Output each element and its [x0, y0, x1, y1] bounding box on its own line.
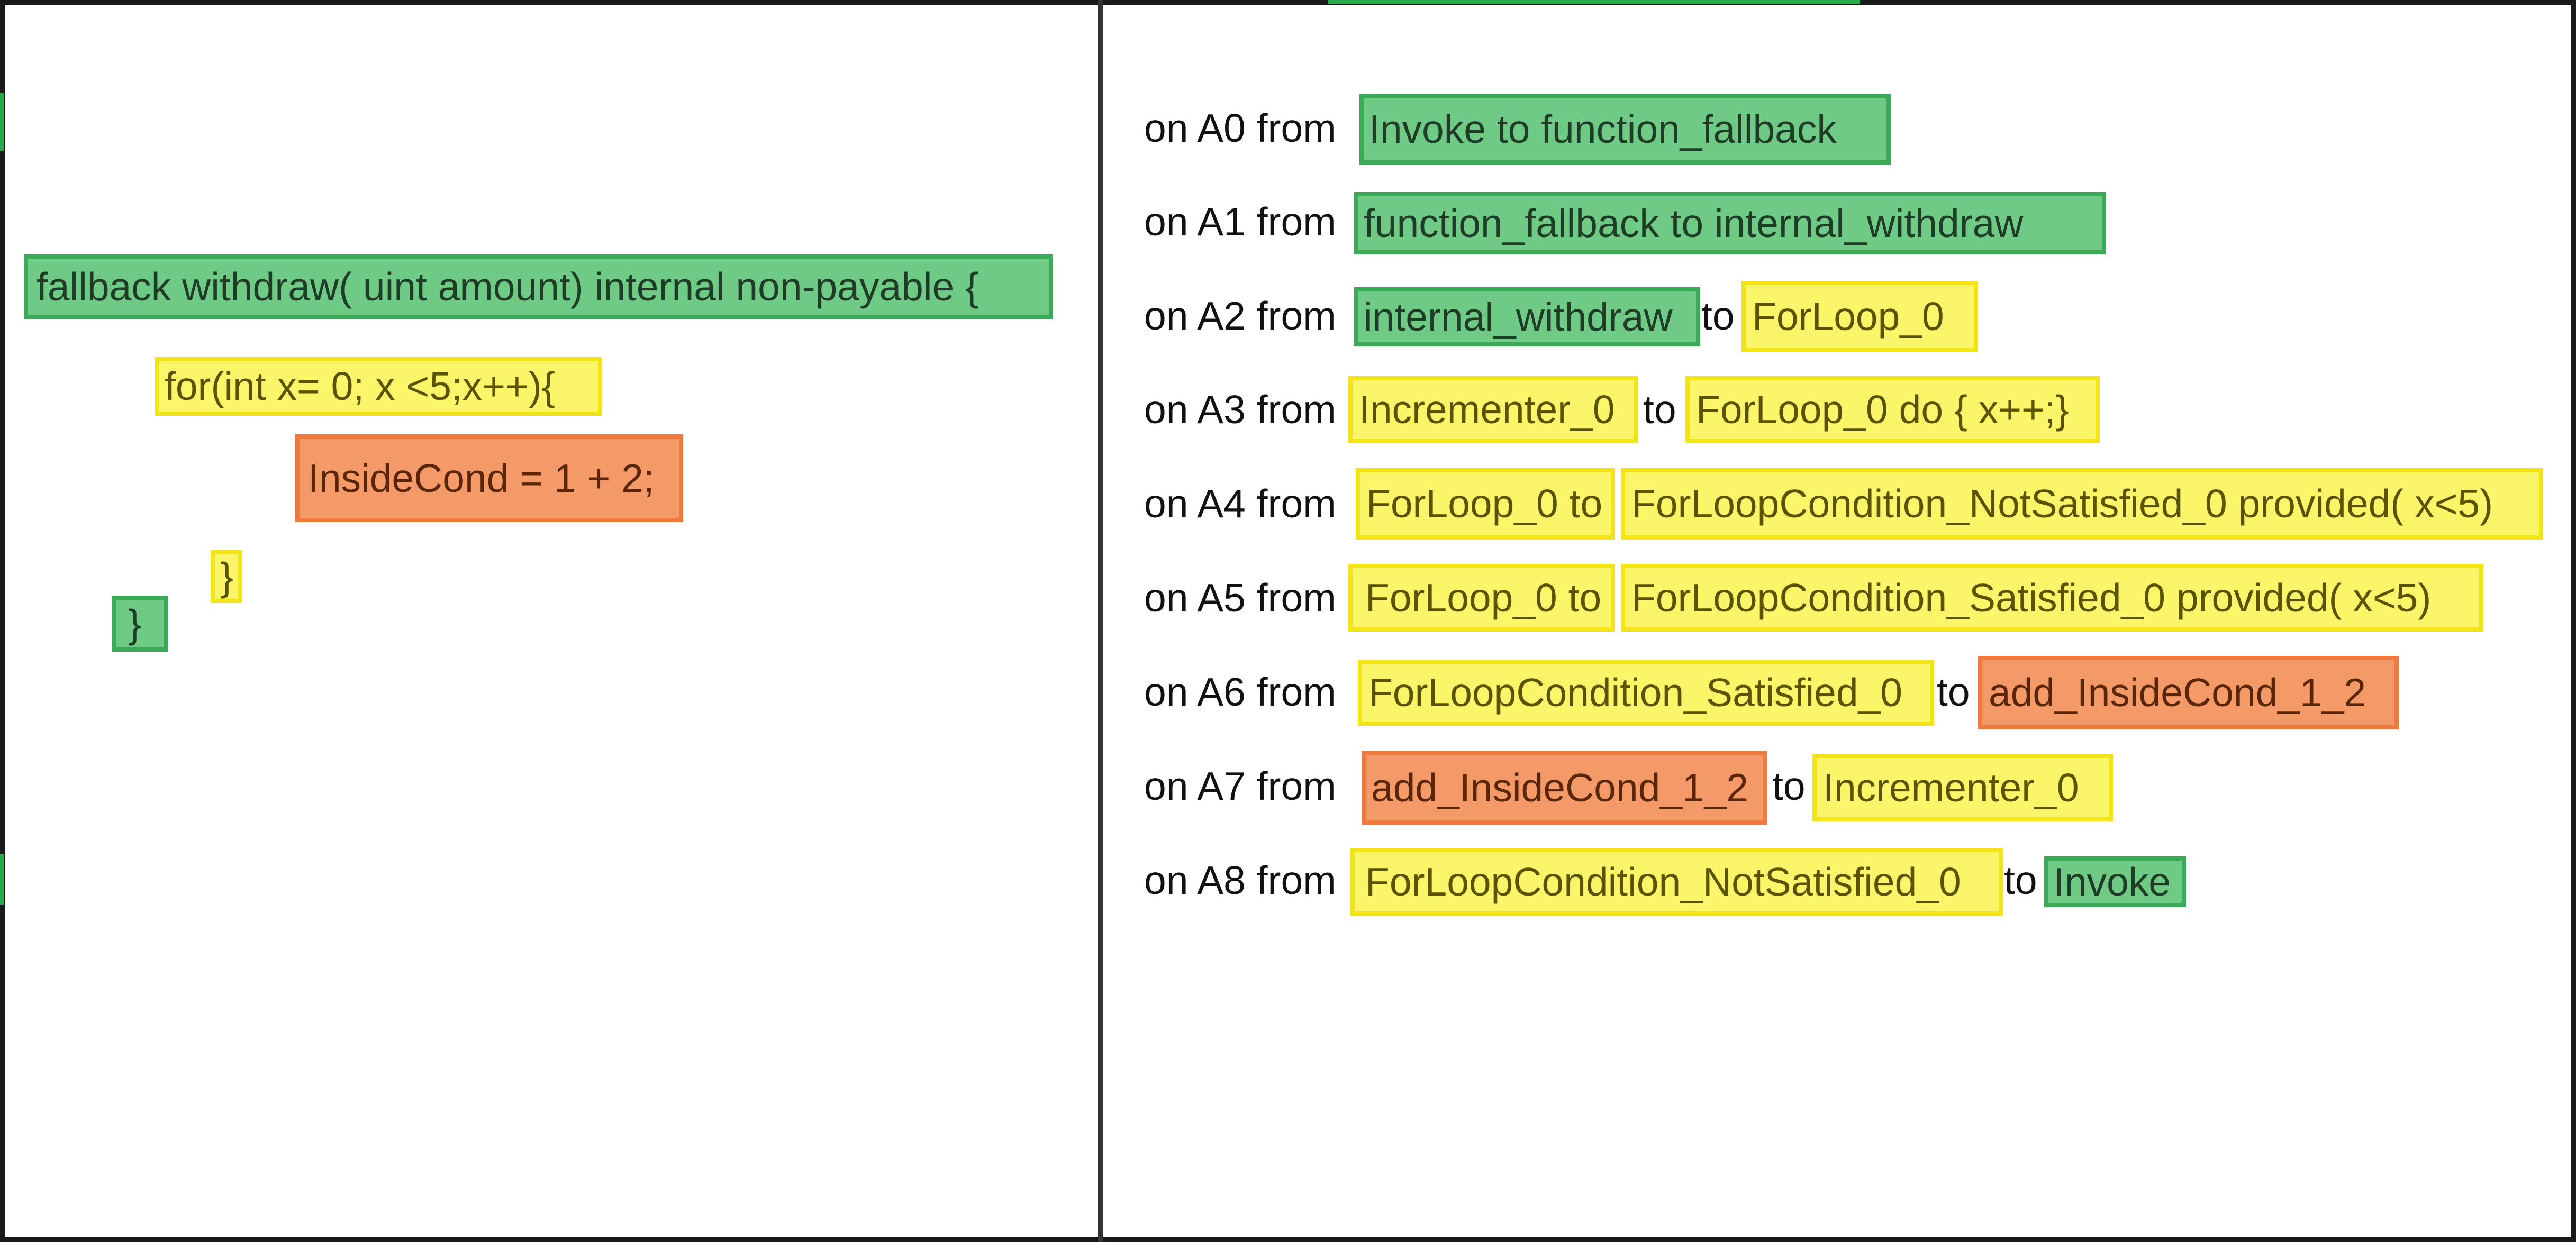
transition-2-source: internal_withdraw — [1354, 287, 1700, 346]
transition-6-joiner: to — [1937, 670, 1970, 714]
code-signature: fallback withdraw( uint amount) internal… — [24, 254, 1053, 319]
transition-7-joiner: to — [1772, 764, 1806, 808]
transition-1-prefix: on A1 from — [1144, 199, 1336, 244]
transition-2-prefix: on A2 from — [1144, 294, 1336, 338]
transition-3-target: ForLoop_0 do { x++;} — [1685, 376, 2100, 443]
transition-0-prefix: on A0 from — [1144, 106, 1336, 150]
transition-3-source: Incrementer_0 — [1348, 376, 1638, 443]
transition-7-target: Incrementer_0 — [1812, 754, 2113, 821]
panel-divider — [1098, 0, 1103, 1242]
transition-3-joiner: to — [1643, 387, 1676, 432]
transition-6-target: add_InsideCond_1_2 — [1978, 656, 2399, 729]
transition-8-target: Invoke — [2044, 856, 2186, 907]
code-outer-close-brace: } — [112, 596, 168, 652]
transition-1-source: function_fallback to internal_withdraw — [1354, 192, 2106, 254]
transition-7-prefix: on A7 from — [1144, 764, 1336, 808]
transition-5-target: ForLoopCondition_Satisfied_0 provided( x… — [1621, 564, 2483, 632]
transition-8-prefix: on A8 from — [1144, 858, 1336, 902]
left-accent-tick-top — [0, 93, 4, 151]
transition-8-joiner: to — [2004, 858, 2037, 902]
transition-6-source: ForLoopCondition_Satisfied_0 — [1358, 660, 1934, 726]
left-accent-tick-bottom — [0, 854, 4, 905]
transition-8-source: ForLoopCondition_NotSatisfied_0 — [1350, 848, 2003, 916]
transition-5-prefix: on A5 from — [1144, 576, 1336, 620]
transition-2-joiner: to — [1701, 294, 1735, 338]
top-accent-bar — [1328, 0, 1860, 4]
transition-6-prefix: on A6 from — [1144, 670, 1336, 714]
transition-3-prefix: on A3 from — [1144, 387, 1336, 432]
transition-4-prefix: on A4 from — [1144, 481, 1336, 526]
transition-7-source: add_InsideCond_1_2 — [1362, 751, 1767, 825]
transition-0-source: Invoke to function_fallback — [1359, 94, 1891, 165]
code-for-header: for(int x= 0; x <5;x++){ — [155, 357, 602, 416]
transition-5-source: ForLoop_0 to — [1348, 564, 1615, 632]
code-inner-close-brace: } — [211, 550, 242, 603]
code-inside-statement: InsideCond = 1 + 2; — [295, 434, 683, 522]
transition-4-target: ForLoopCondition_NotSatisfied_0 provided… — [1621, 468, 2543, 540]
transition-4-source: ForLoop_0 to — [1356, 468, 1615, 540]
transition-2-target: ForLoop_0 — [1741, 281, 1978, 352]
